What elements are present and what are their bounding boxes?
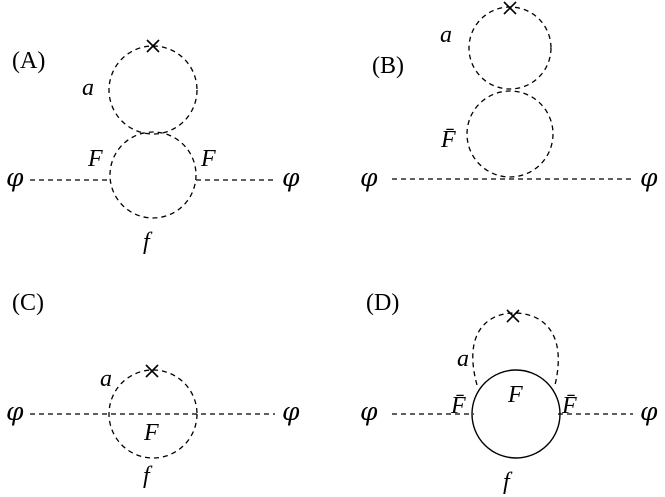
panel-d-cross-icon [506, 309, 520, 323]
panel-a-phi-right: φ [282, 163, 300, 192]
panel-c: (C) a F f φ φ [6, 290, 300, 489]
panel-a-label-f: f [143, 229, 153, 255]
panel-b-lower-loop [466, 90, 554, 178]
panel-a-vertex-right-label: F [200, 146, 216, 172]
panel-d-label: (D) [366, 290, 399, 316]
panel-c-cross-icon [145, 364, 159, 378]
panel-d-phi-right: φ [640, 397, 658, 426]
panel-d-upper-loop [472, 312, 559, 386]
panel-d-fermion-loop [471, 369, 561, 459]
panel-a-label: (A) [12, 48, 45, 74]
panel-b-cross-icon [503, 1, 517, 15]
panel-a: (A) a F F f φ φ [6, 39, 300, 255]
panel-d-label-a: a [457, 346, 469, 372]
panel-a-cross-icon [146, 39, 160, 53]
panel-d-vertex-left-label: F̄ [450, 393, 466, 419]
panel-b-label-fbar: F̄ [440, 127, 456, 153]
panel-c-label-a: a [100, 366, 112, 392]
panel-d-phi-left: φ [360, 397, 378, 426]
panel-c-label-f: f [143, 463, 153, 489]
panel-d-label-f: f [503, 469, 513, 495]
panel-a-vertex-left-label: F [87, 146, 103, 172]
panel-b: (B) a F̄ φ φ [360, 1, 658, 192]
panel-b-label: (B) [372, 53, 404, 79]
panel-a-label-a: a [82, 75, 94, 101]
panel-b-phi-right: φ [640, 163, 658, 192]
panel-d-vertex-right-label: F̄ [561, 393, 577, 419]
panel-b-phi-left: φ [360, 163, 378, 192]
panel-d: (D) a F F̄ F̄ f φ φ [360, 290, 658, 495]
panel-a-lower-loop [109, 131, 197, 219]
panel-c-phi-left: φ [6, 397, 24, 426]
panel-c-label: (C) [12, 290, 44, 316]
panel-a-phi-left: φ [6, 163, 24, 192]
panel-c-inner-label-f: F [143, 420, 159, 446]
panel-b-label-a: a [440, 22, 452, 48]
panel-d-inner-label-f: F [507, 382, 523, 408]
panel-c-phi-right: φ [282, 397, 300, 426]
panel-a-upper-loop [108, 45, 198, 135]
panel-b-upper-loop [468, 6, 552, 90]
